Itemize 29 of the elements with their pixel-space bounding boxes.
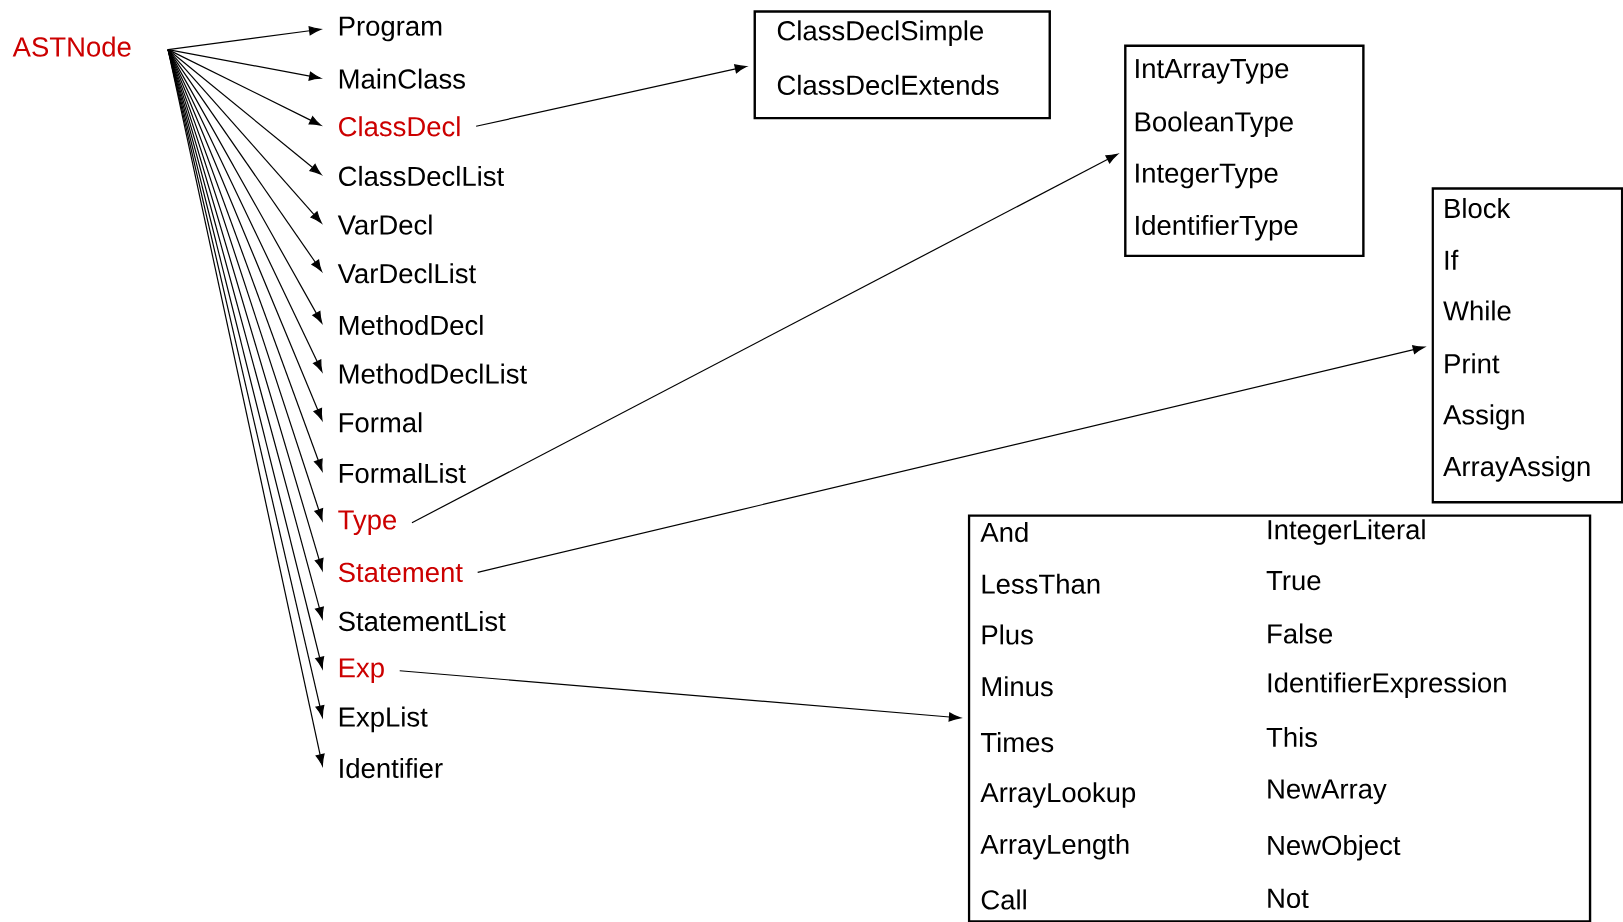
node-label: MainClass (339, 68, 465, 89)
arrow (167, 49, 322, 224)
node-label: Identifier (340, 757, 443, 779)
node-label: Type (338, 510, 397, 536)
node-label: ClassDecl (339, 116, 460, 137)
list-box: IntArrayType BooleanType IntegerType IdentifierType (1124, 44, 1365, 258)
node-label: Statement (338, 562, 463, 583)
arrow (475, 64, 747, 127)
node-label: VarDeclList (337, 263, 476, 284)
list-box: And IntegerLiteral LessThan True Plus False Minus IdentifierExpression Times This ArrayLookup NewArray ArrayLength NewObject Call Not (967, 514, 1592, 922)
arrow (167, 49, 323, 272)
node-label: Exp (339, 658, 384, 684)
node-label: VarDecl (337, 214, 432, 235)
node-label: FormalList (339, 462, 466, 484)
node-label: MethodDeclList (339, 363, 527, 384)
node-label: StatementList (338, 610, 506, 632)
list-box: ClassDeclSimple ClassDeclExtends (753, 10, 1051, 120)
arrow (399, 670, 961, 722)
arrow (167, 49, 322, 126)
arrow (411, 153, 1118, 524)
node-label: Formal (339, 412, 422, 433)
node-label: Program (339, 16, 442, 42)
node-label: ClassDeclList (339, 165, 504, 187)
node-label: ASTNode (12, 36, 131, 57)
node-label: MethodDecl (339, 314, 483, 336)
node-label: ExpList (339, 706, 428, 733)
list-box: Block If While Print Assign ArrayAssign (1431, 187, 1623, 504)
arrow (167, 49, 321, 81)
arrow (477, 345, 1425, 573)
